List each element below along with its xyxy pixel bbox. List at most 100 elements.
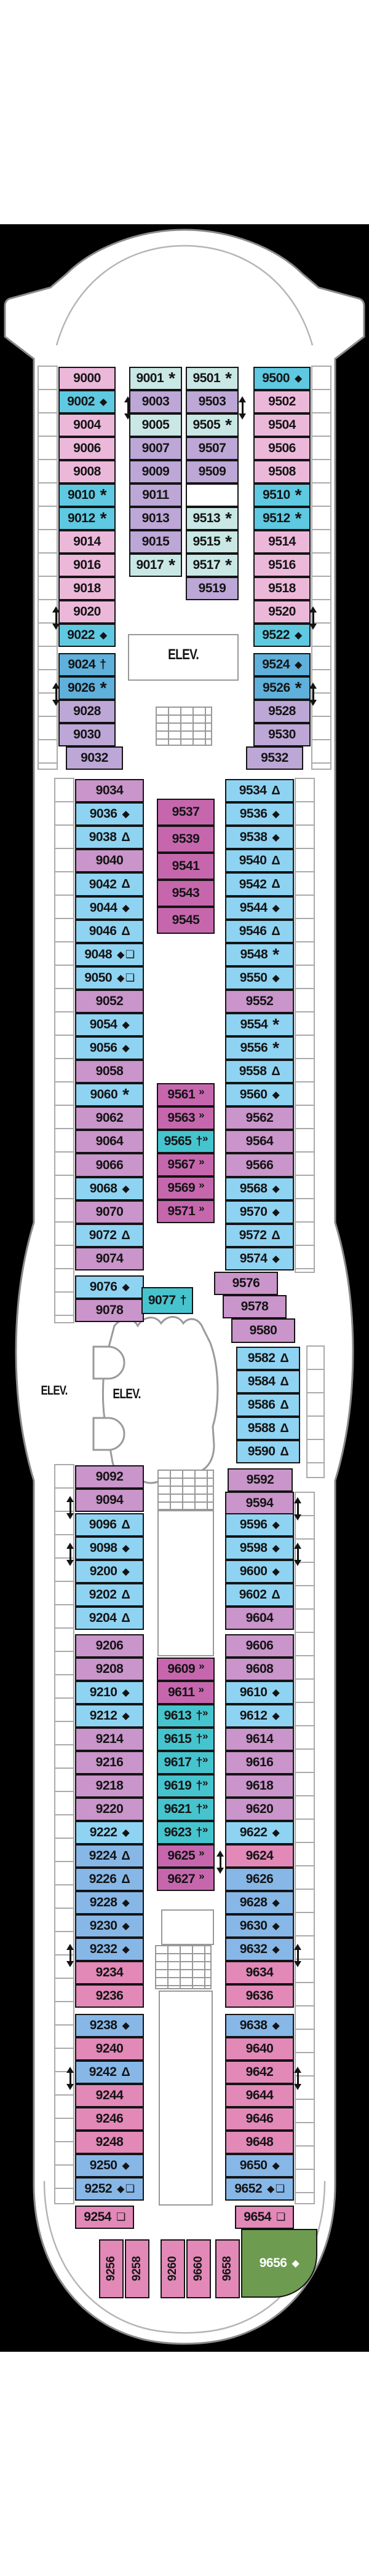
cabin-9220[interactable]: 9220	[75, 1798, 144, 1821]
cabin-9508[interactable]: 9508	[253, 460, 311, 483]
cabin-9050[interactable]: 9050◆❏	[75, 966, 144, 990]
cabin-9624[interactable]: 9624	[225, 1844, 294, 1868]
cabin-9236[interactable]: 9236	[75, 1984, 144, 2008]
cabin-9252[interactable]: 9252◆❏	[75, 2177, 144, 2201]
cabin-9015[interactable]: 9015	[129, 530, 182, 554]
cabin-9010[interactable]: 9010*	[58, 483, 116, 507]
cabin-9002[interactable]: 9002◆	[58, 390, 116, 413]
cabin-9567[interactable]: 9567»	[157, 1153, 215, 1176]
cabin-9606[interactable]: 9606	[225, 1634, 294, 1658]
cabin-9562[interactable]: 9562	[225, 1106, 294, 1130]
cabin-9524[interactable]: 9524◆	[253, 653, 311, 676]
cabin-9536[interactable]: 9536◆	[225, 802, 294, 826]
cabin-9210[interactable]: 9210◆	[75, 1681, 144, 1704]
cabin-9004[interactable]: 9004	[58, 413, 116, 437]
cabin-9044[interactable]: 9044◆	[75, 896, 144, 920]
cabin-9244[interactable]: 9244	[75, 2084, 144, 2107]
cabin-9571[interactable]: 9571»	[157, 1200, 215, 1223]
cabin-9613[interactable]: 9613†»	[157, 1704, 215, 1728]
cabin-9622[interactable]: 9622◆	[225, 1821, 294, 1844]
cabin-9561[interactable]: 9561»	[157, 1083, 215, 1106]
cabin-9520[interactable]: 9520	[253, 600, 311, 624]
cabin-9076[interactable]: 9076◆	[75, 1275, 144, 1299]
cabin-9098[interactable]: 9098◆	[75, 1537, 144, 1560]
cabin-9011[interactable]: 9011	[129, 483, 182, 507]
cabin-9522[interactable]: 9522◆	[253, 624, 311, 647]
cabin-9501[interactable]: 9501*	[186, 367, 239, 390]
cabin-9018[interactable]: 9018	[58, 577, 116, 600]
cabin-9616[interactable]: 9616	[225, 1751, 294, 1774]
cabin-9623[interactable]: 9623†»	[157, 1821, 215, 1844]
cabin-9234[interactable]: 9234	[75, 1961, 144, 1984]
cabin-9625[interactable]: 9625»	[157, 1844, 215, 1868]
cabin-9260[interactable]: 9260	[161, 2239, 185, 2298]
cabin-9626[interactable]: 9626	[225, 1868, 294, 1891]
cabin-9609[interactable]: 9609»	[157, 1658, 215, 1681]
cabin-9528[interactable]: 9528	[253, 700, 311, 723]
cabin-9564[interactable]: 9564	[225, 1130, 294, 1153]
cabin-9230[interactable]: 9230◆	[75, 1914, 144, 1938]
cabin-9248[interactable]: 9248	[75, 2131, 144, 2154]
cabin-9630[interactable]: 9630◆	[225, 1914, 294, 1938]
cabin-9636[interactable]: 9636	[225, 1984, 294, 2008]
cabin-9094[interactable]: 9094	[75, 1489, 144, 1512]
cabin-9250[interactable]: 9250◆	[75, 2154, 144, 2177]
cabin-9256[interactable]: 9256	[99, 2239, 124, 2298]
cabin-9600[interactable]: 9600◆	[225, 1560, 294, 1583]
cabin-9068[interactable]: 9068◆	[75, 1177, 144, 1200]
cabin-9020[interactable]: 9020	[58, 600, 116, 624]
cabin-9610[interactable]: 9610◆	[225, 1681, 294, 1704]
cabin-9612[interactable]: 9612◆	[225, 1704, 294, 1728]
cabin-9638[interactable]: 9638◆	[225, 2014, 294, 2037]
cabin-9246[interactable]: 9246	[75, 2107, 144, 2131]
cabin-9030[interactable]: 9030	[58, 723, 116, 746]
cabin-9078[interactable]: 9078	[75, 1299, 144, 1322]
cabin-9056[interactable]: 9056◆	[75, 1036, 144, 1060]
cabin-9554[interactable]: 9554*	[225, 1013, 294, 1036]
cabin-9077[interactable]: 9077†	[141, 1287, 193, 1314]
cabin-9644[interactable]: 9644	[225, 2084, 294, 2107]
cabin-9506[interactable]: 9506	[253, 437, 311, 460]
cabin-9014[interactable]: 9014	[58, 530, 116, 554]
cabin-9503[interactable]: 9503	[186, 390, 239, 413]
cabin-9509[interactable]: 9509	[186, 460, 239, 483]
cabin-9258[interactable]: 9258	[125, 2239, 149, 2298]
cabin-9040[interactable]: 9040	[75, 849, 144, 872]
cabin-9000[interactable]: 9000	[58, 367, 116, 390]
cabin-9544[interactable]: 9544◆	[225, 896, 294, 920]
cabin-9563[interactable]: 9563»	[157, 1106, 215, 1130]
cabin-9543[interactable]: 9543	[157, 880, 215, 907]
cabin-9036[interactable]: 9036◆	[75, 802, 144, 826]
cabin-9617[interactable]: 9617†»	[157, 1751, 215, 1774]
cabin-9548[interactable]: 9548*	[225, 943, 294, 966]
cabin-9634[interactable]: 9634	[225, 1961, 294, 1984]
cabin-9502[interactable]: 9502	[253, 390, 311, 413]
cabin-9565[interactable]: 9565†»	[157, 1130, 215, 1153]
cabin-9514[interactable]: 9514	[253, 530, 311, 554]
cabin-9592[interactable]: 9592	[228, 1468, 293, 1492]
cabin-9541[interactable]: 9541	[157, 853, 215, 880]
cabin-9005[interactable]: 9005	[129, 413, 182, 437]
cabin-9574[interactable]: 9574◆	[225, 1247, 294, 1270]
cabin-9556[interactable]: 9556*	[225, 1036, 294, 1060]
cabin-9598[interactable]: 9598◆	[225, 1537, 294, 1560]
cabin-9003[interactable]: 9003	[129, 390, 182, 413]
cabin-9218[interactable]: 9218	[75, 1774, 144, 1798]
cabin-9032[interactable]: 9032	[66, 746, 123, 770]
cabin-9200[interactable]: 9200◆	[75, 1560, 144, 1583]
cabin-9545[interactable]: 9545	[157, 907, 215, 934]
cabin-9537[interactable]: 9537	[157, 799, 215, 826]
cabin-9064[interactable]: 9064	[75, 1130, 144, 1153]
cabin-9066[interactable]: 9066	[75, 1153, 144, 1177]
